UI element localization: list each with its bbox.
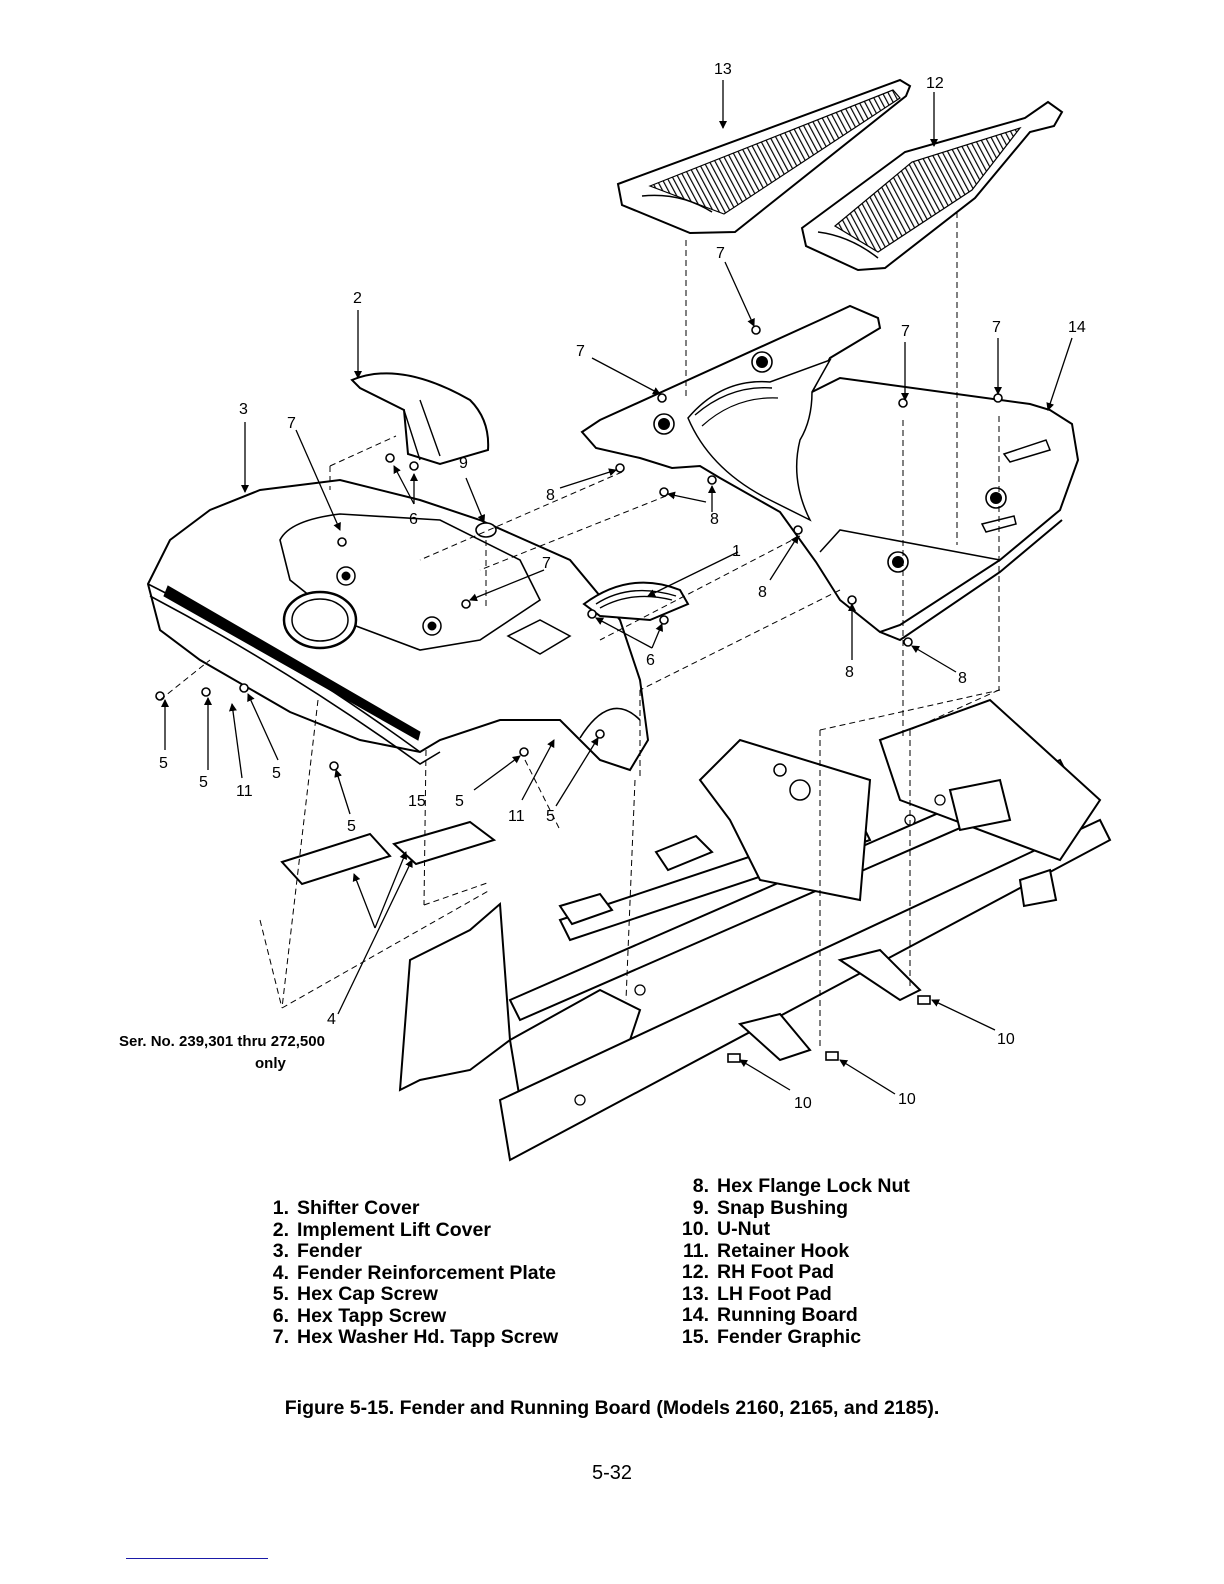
list-item: 10.U-Nut	[681, 1218, 771, 1240]
list-item: 5.Hex Cap Screw	[272, 1283, 438, 1305]
callout-7: 7	[542, 555, 551, 572]
implement-lift-cover	[350, 372, 490, 466]
page-number: 5-32	[591, 1462, 633, 1484]
callout-11: 11	[236, 783, 253, 800]
callout-7: 7	[901, 323, 910, 340]
callout-10: 10	[898, 1091, 916, 1108]
list-item: 6.Hex Tapp Screw	[272, 1304, 447, 1327]
callout-8: 8	[710, 511, 719, 528]
shifter-cover	[582, 581, 690, 622]
tractor-frame	[398, 698, 1112, 1162]
callout-6: 6	[646, 652, 655, 669]
callout-1: 1	[732, 543, 741, 560]
callout-12: 12	[926, 75, 944, 92]
callout-7: 7	[287, 415, 296, 432]
list-item: 3.Fender	[272, 1240, 363, 1262]
callout-2: 2	[353, 290, 362, 307]
exploded-parts-diagram: 13 12 7 2 7 7 7 14 3 7 9 6 8 8 7 1 8 6 8…	[119, 61, 1112, 1162]
callout-5: 5	[546, 808, 555, 825]
parts-list-right: 8.Hex Flange Lock Nut 9.Snap Bushing 10.…	[672, 1175, 910, 1348]
callout-7: 7	[992, 319, 1001, 336]
list-item: 12.RH Foot Pad	[681, 1261, 834, 1283]
list-item: 2.Implement Lift Cover	[272, 1218, 491, 1241]
callout-11: 11	[508, 808, 525, 825]
callout-5: 5	[159, 755, 168, 772]
callout-10: 10	[997, 1031, 1015, 1048]
list-item: 15.Fender Graphic	[681, 1325, 862, 1348]
callout-3: 3	[239, 401, 248, 418]
callout-8: 8	[845, 664, 854, 681]
callout-14: 14	[1068, 319, 1086, 336]
serial-note-line1: Ser. No. 239,301 thru 272,500	[119, 1033, 325, 1050]
fender-reinforcement-plates	[280, 820, 497, 886]
list-item: 13.LH Foot Pad	[681, 1282, 832, 1305]
callout-10: 10	[794, 1095, 812, 1112]
serial-note-line2: only	[255, 1055, 286, 1072]
list-item: 11.Retainer Hook	[682, 1239, 850, 1262]
lh-foot-pad	[616, 78, 912, 235]
rh-foot-pad	[800, 100, 1064, 272]
callout-5: 5	[347, 818, 356, 835]
list-item: 4.Fender Reinforcement Plate	[272, 1261, 556, 1284]
callout-7: 7	[576, 343, 585, 360]
leader-lines	[161, 80, 1073, 1095]
callout-5: 5	[455, 793, 464, 810]
parts-list-left: 1.Shifter Cover 2.Implement Lift Cover 3…	[252, 1197, 559, 1349]
callout-8: 8	[546, 487, 555, 504]
callout-9: 9	[459, 455, 468, 472]
fender	[146, 478, 650, 772]
serial-number-note: Ser. No. 239,301 thru 272,500 only	[119, 1033, 325, 1072]
callout-8: 8	[958, 670, 967, 687]
callout-5: 5	[199, 774, 208, 791]
callout-13: 13	[714, 61, 732, 78]
callout-8: 8	[758, 584, 767, 601]
alignment-lines	[159, 212, 1001, 1050]
callout-labels: 13 12 7 2 7 7 7 14 3 7 9 6 8 8 7 1 8 6 8…	[159, 61, 1086, 1112]
list-item: 9.Snap Bushing	[692, 1196, 849, 1219]
list-item: 8.Hex Flange Lock Nut	[692, 1175, 910, 1197]
callout-15: 15	[408, 793, 426, 810]
callout-6: 6	[409, 511, 418, 528]
callout-7: 7	[716, 245, 725, 262]
list-item: 14.Running Board	[681, 1304, 858, 1326]
callout-5: 5	[272, 765, 281, 782]
figure-caption: Figure 5-15. Fender and Running Board (M…	[284, 1397, 940, 1419]
running-board	[580, 304, 1080, 642]
callout-4: 4	[327, 1011, 336, 1028]
list-item: 1.Shifter Cover	[272, 1197, 420, 1219]
footnote-divider	[126, 1558, 268, 1559]
list-item: 7.Hex Washer Hd. Tapp Screw	[272, 1326, 559, 1348]
